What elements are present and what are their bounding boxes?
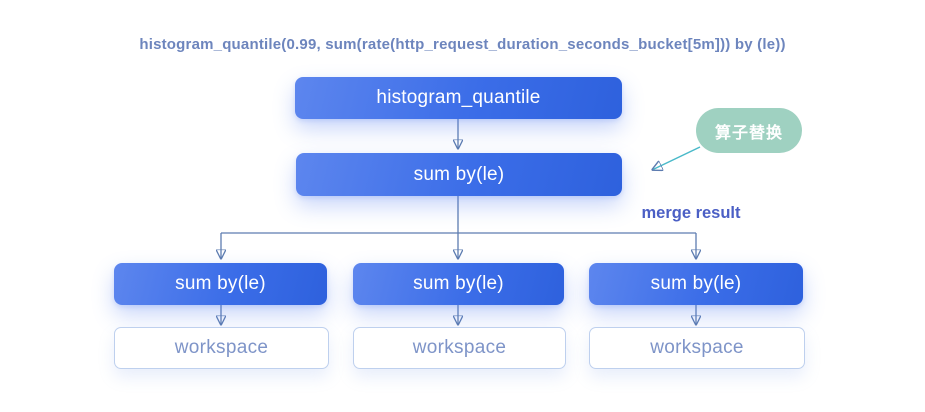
node-workspace-1: workspace (114, 327, 329, 369)
node-workspace-2: workspace (353, 327, 566, 369)
node-histogram-quantile: histogram_quantile (295, 77, 622, 119)
node-merge-sum-by-le: sum by(le) (296, 153, 622, 196)
operator-replacement-badge: 算子替换 (696, 108, 802, 153)
node-shard-sum-by-le-2: sum by(le) (353, 263, 564, 305)
node-shard-sum-by-le-1: sum by(le) (114, 263, 327, 305)
node-workspace-3: workspace (589, 327, 805, 369)
node-shard-sum-by-le-3: sum by(le) (589, 263, 803, 305)
merge-result-label: merge result (641, 204, 741, 222)
annotation-arrow (653, 146, 701, 170)
query-expression: histogram_quantile(0.99, sum(rate(http_r… (139, 36, 786, 53)
